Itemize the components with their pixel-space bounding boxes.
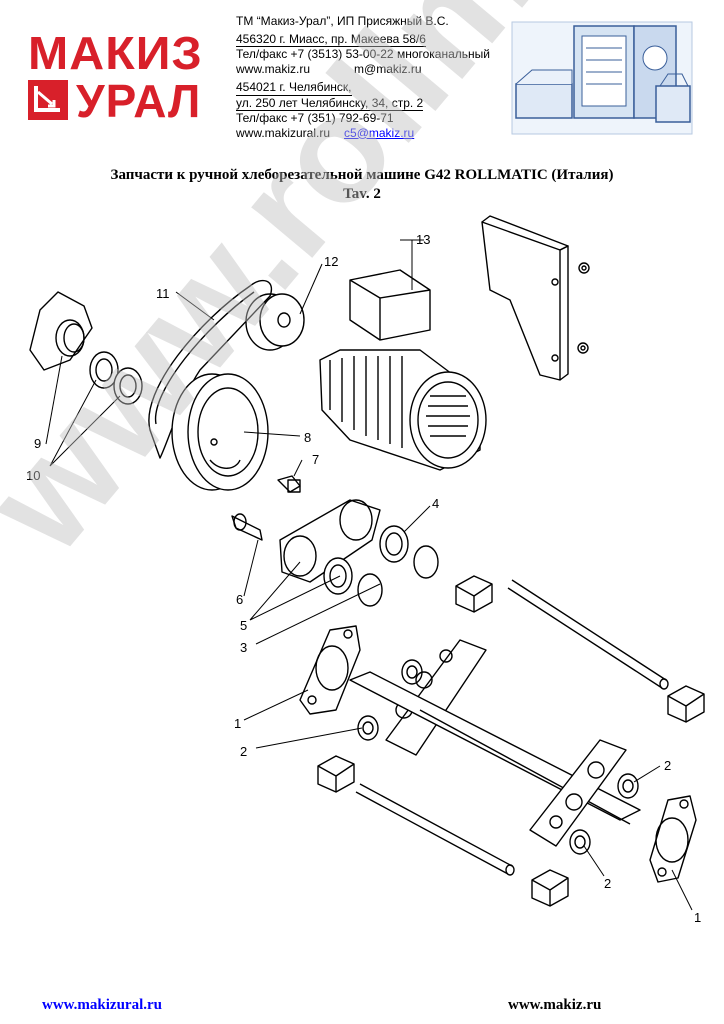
flange-housing [29, 291, 93, 371]
logo-mark [28, 80, 68, 120]
small-bearings [357, 659, 639, 855]
bearing-block-lower [649, 795, 697, 883]
label-8: 8 [304, 430, 311, 445]
contacts-line1: ТМ “Макиз-Урал”, ИП Присяжный В.С. [236, 14, 449, 28]
motor-part [319, 269, 487, 471]
table-number: Tav. 2 [343, 186, 381, 202]
logo-line2: УРАЛ [76, 75, 202, 127]
label-5: 5 [240, 618, 247, 633]
contacts-line5: 454021 г. Челябинск, [236, 80, 352, 96]
contacts-email2-link[interactable]: c5@makiz.ru [344, 125, 415, 140]
footer-link-left[interactable]: www.makizural.ru [42, 997, 162, 1013]
spacer-blocks [317, 575, 705, 907]
label-12: 12 [324, 254, 338, 269]
label-6: 6 [236, 592, 243, 607]
logo-line1: МАКИЗ [28, 27, 203, 79]
bearings-pair [89, 351, 143, 405]
label-11: 11 [156, 286, 170, 301]
contacts-site1: www.makiz.ru [236, 61, 311, 76]
small-pulley [245, 293, 305, 351]
contacts-line7: Тел/факс +7 (351) 792-69-71 [236, 111, 394, 125]
contacts-line3: Тел/факс +7 (3513) 53-00-22 многоканальн… [236, 47, 490, 61]
label-7: 7 [312, 452, 319, 467]
footer-link-right[interactable]: www.makiz.ru [508, 997, 602, 1013]
shaft-assembly [349, 579, 669, 876]
contacts-email1: m@makiz.ru [354, 61, 422, 76]
label-2-right: 2 [664, 758, 671, 773]
label-9: 9 [34, 436, 41, 451]
contacts-block: ТМ “Макиз-Урал”, ИП Присяжный В.С. 45632… [236, 14, 506, 140]
makiz-ural-logo: МАКИЗ УРАЛ [28, 28, 228, 128]
part-labels: 13 12 11 8 7 9 10 4 6 5 3 1 2 2 2 1 [26, 232, 701, 925]
bearing-block-upper [299, 625, 361, 715]
pin [231, 513, 263, 541]
equipment-illustration [506, 14, 696, 138]
label-3: 3 [240, 640, 247, 655]
label-2-bottom: 2 [604, 876, 611, 891]
mounting-plate [481, 215, 590, 381]
label-1-upper: 1 [234, 716, 241, 731]
large-pulley [171, 373, 269, 491]
contacts-line2: 456320 г. Миасс, пр. Макеева 58/6 [236, 31, 426, 47]
lever-arm [279, 499, 439, 607]
exploded-parts-diagram: 13 12 11 8 7 9 10 4 6 5 3 1 2 2 2 1 [0, 210, 724, 970]
label-4: 4 [432, 496, 439, 511]
label-2-left: 2 [240, 744, 247, 759]
contacts-line6: ул. 250 лет Челябинску, 34, стр. 2 [236, 95, 424, 111]
bolt [277, 475, 301, 493]
label-13: 13 [416, 232, 430, 247]
document-title: Запчасти к ручной хлеборезательной машин… [110, 167, 614, 183]
label-1-lower: 1 [694, 910, 701, 925]
label-10: 10 [26, 468, 40, 483]
contacts-site2: www.makizural.ru [236, 125, 331, 140]
